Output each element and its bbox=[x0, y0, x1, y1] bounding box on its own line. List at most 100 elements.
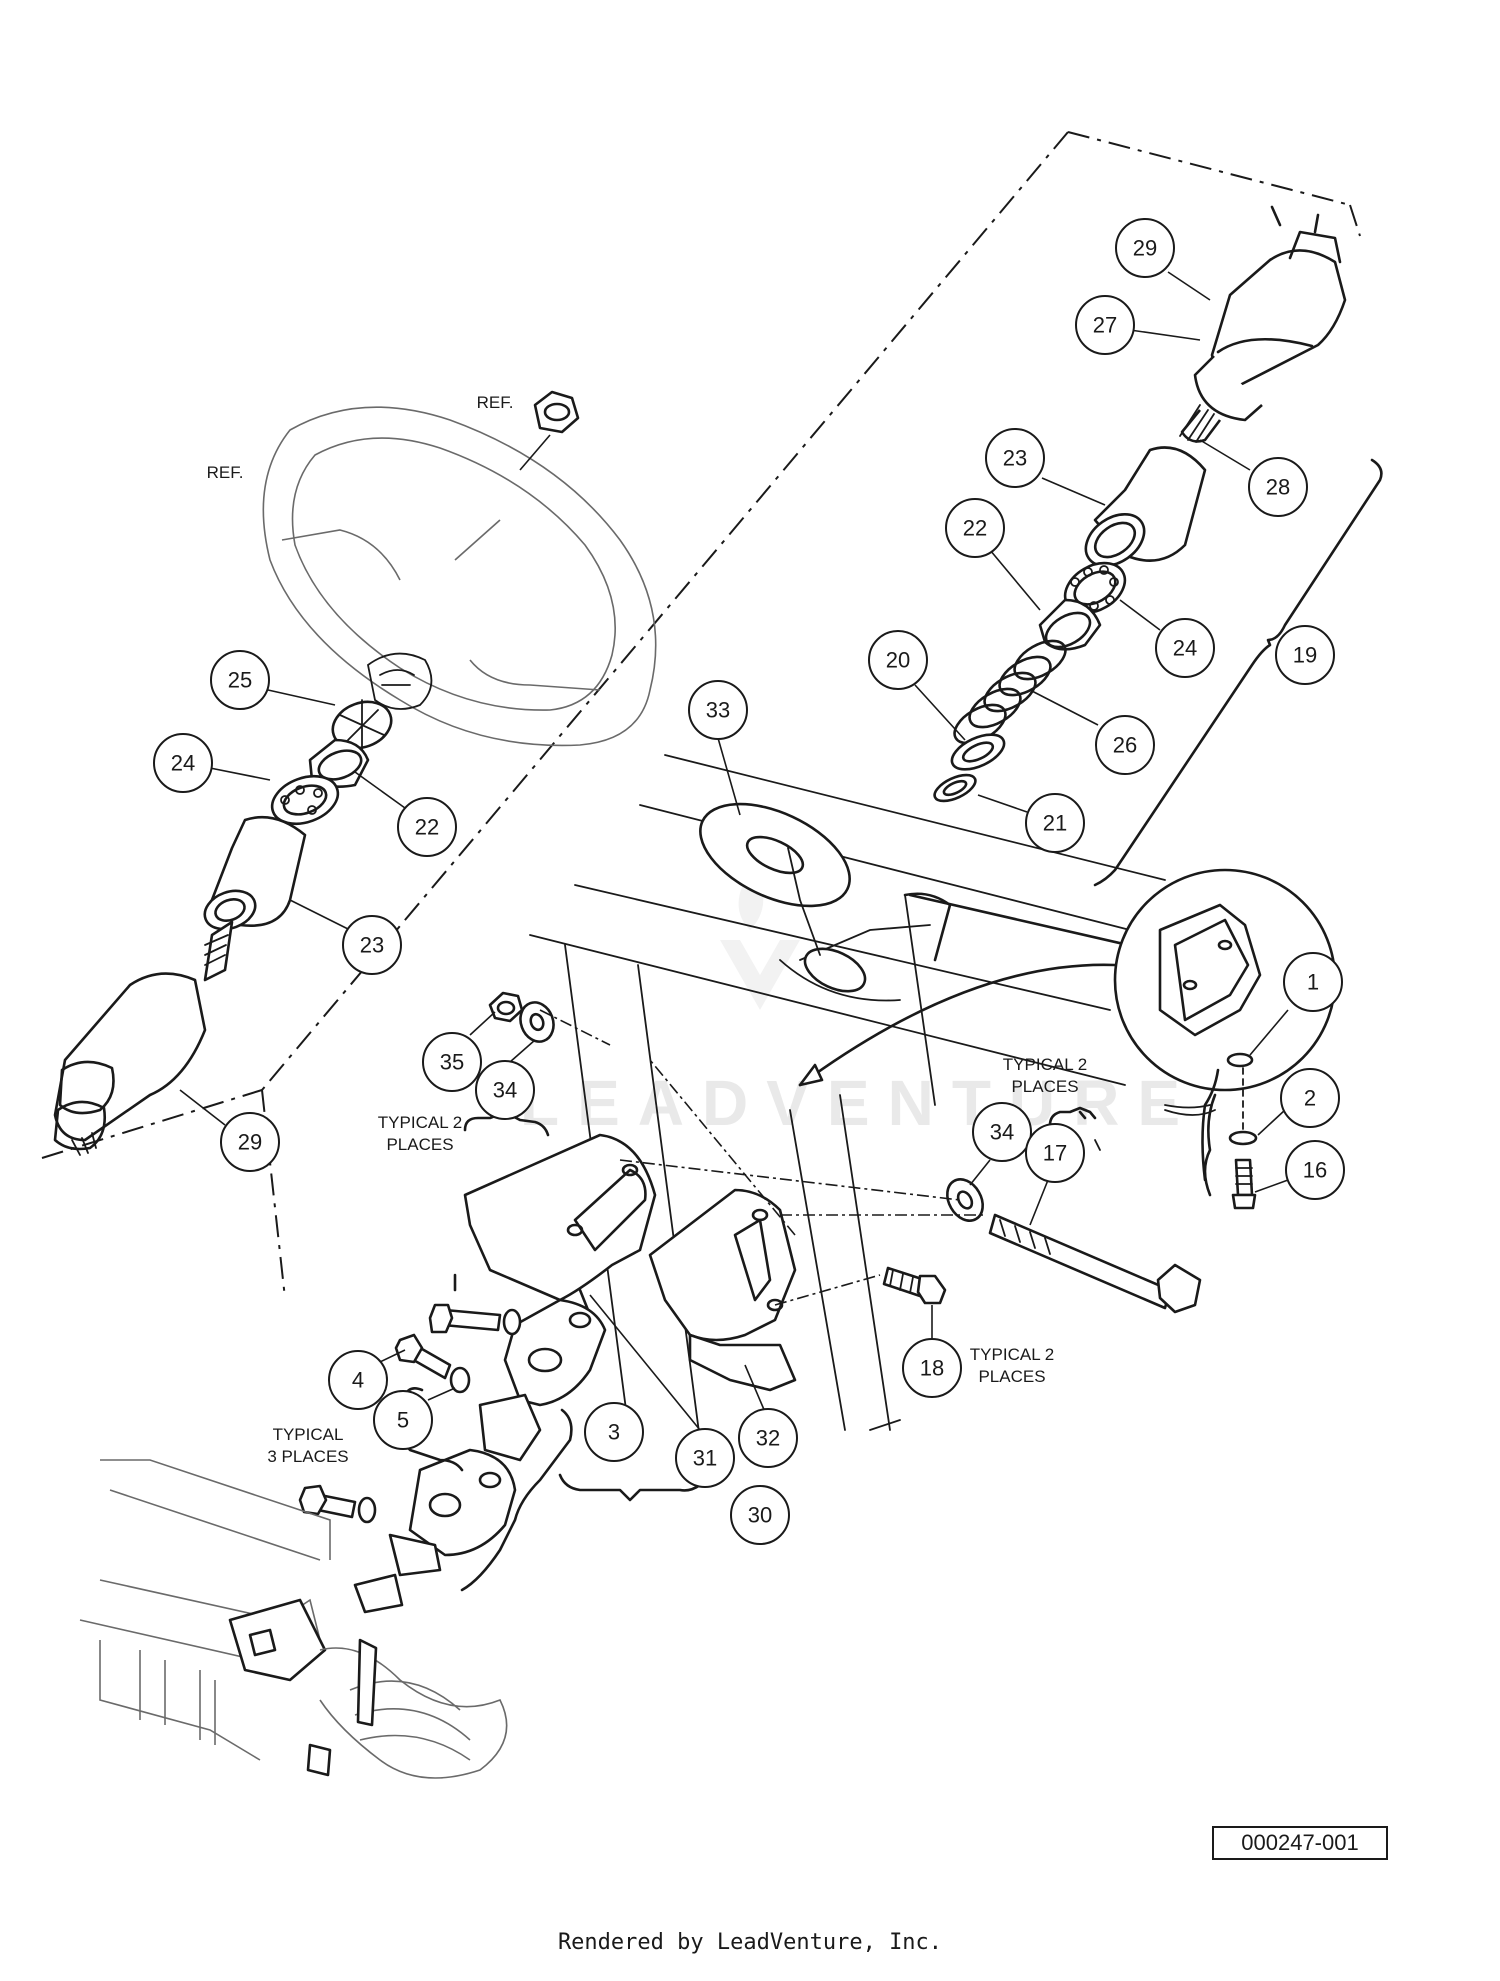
callout-26: 26 bbox=[1029, 689, 1155, 775]
callout-24-lower: 24 bbox=[153, 733, 271, 793]
bearing-housing-upper bbox=[1084, 446, 1207, 568]
bearing-cup-lower bbox=[308, 738, 370, 788]
bearing-housing-lower bbox=[203, 815, 307, 931]
steering-gear bbox=[79, 1459, 508, 1779]
svg-text:28: 28 bbox=[1266, 475, 1290, 500]
callout-29-upper: 29 bbox=[1115, 218, 1211, 301]
svg-text:18: 18 bbox=[920, 1356, 944, 1381]
svg-text:21: 21 bbox=[1043, 811, 1067, 836]
long-bolt bbox=[988, 1213, 1202, 1314]
callout-30: 30 bbox=[730, 1485, 790, 1545]
svg-text:17: 17 bbox=[1043, 1141, 1067, 1166]
callout-4: 4 bbox=[328, 1349, 406, 1410]
svg-text:24: 24 bbox=[1173, 636, 1197, 661]
callout-29-lower: 29 bbox=[179, 1089, 280, 1172]
svg-text:32: 32 bbox=[756, 1426, 780, 1451]
svg-text:23: 23 bbox=[360, 933, 384, 958]
callout-5: 5 bbox=[373, 1387, 456, 1450]
note-typical3-line1: TYPICAL bbox=[273, 1425, 344, 1444]
callout-25: 25 bbox=[210, 650, 336, 710]
note-ref-wheel: REF. bbox=[207, 463, 244, 482]
note-typical2-bolt-line2: PLACES bbox=[978, 1367, 1045, 1386]
svg-text:30: 30 bbox=[748, 1503, 772, 1528]
callout-34-right: 34 bbox=[969, 1102, 1032, 1186]
svg-text:27: 27 bbox=[1093, 313, 1117, 338]
steering-shaft-lower bbox=[53, 920, 234, 1156]
svg-text:2: 2 bbox=[1304, 1086, 1316, 1111]
svg-text:19: 19 bbox=[1293, 643, 1317, 668]
note-typical2-bolt-line1: TYPICAL 2 bbox=[970, 1345, 1054, 1364]
callout-3: 3 bbox=[584, 1402, 644, 1462]
note-typical2-left-line2: PLACES bbox=[386, 1135, 453, 1154]
svg-text:34: 34 bbox=[990, 1120, 1014, 1145]
body-panel-edge bbox=[1164, 1093, 1217, 1197]
svg-text:33: 33 bbox=[706, 698, 730, 723]
washer-34-right bbox=[946, 1178, 984, 1222]
svg-text:5: 5 bbox=[397, 1408, 409, 1433]
callout-22-lower: 22 bbox=[354, 771, 457, 857]
callout-2: 2 bbox=[1257, 1068, 1340, 1136]
callout-16: 16 bbox=[1254, 1140, 1345, 1200]
svg-text:24: 24 bbox=[171, 751, 195, 776]
svg-text:26: 26 bbox=[1113, 733, 1137, 758]
note-typical3-line2: 3 PLACES bbox=[267, 1447, 348, 1466]
callout-21: 21 bbox=[977, 793, 1085, 853]
mounting-bracket-right bbox=[648, 1188, 797, 1392]
callout-34-left: 34 bbox=[475, 1039, 536, 1120]
retaining-ring bbox=[933, 773, 977, 803]
callout-17: 17 bbox=[1025, 1123, 1085, 1226]
svg-text:23: 23 bbox=[1003, 446, 1027, 471]
callout-27: 27 bbox=[1075, 295, 1201, 355]
svg-text:25: 25 bbox=[228, 668, 252, 693]
callout-23-upper: 23 bbox=[985, 428, 1106, 506]
watermark-text: LEADVENTURE bbox=[520, 1067, 1198, 1139]
callout-31: 31 bbox=[589, 1294, 735, 1488]
clamp-bolts bbox=[298, 1303, 522, 1524]
svg-text:34: 34 bbox=[493, 1078, 517, 1103]
svg-text:20: 20 bbox=[886, 648, 910, 673]
svg-text:1: 1 bbox=[1307, 970, 1319, 995]
svg-text:29: 29 bbox=[1133, 236, 1157, 261]
mounting-bracket-left bbox=[463, 1133, 657, 1317]
detail-inset bbox=[798, 868, 1337, 1210]
washer-upper bbox=[950, 733, 1006, 771]
note-typical2-left-line1: TYPICAL 2 bbox=[378, 1113, 462, 1132]
callout-32: 32 bbox=[738, 1364, 798, 1468]
steering-wheel bbox=[262, 406, 657, 747]
svg-text:35: 35 bbox=[440, 1050, 464, 1075]
bearing-cup-upper bbox=[1038, 598, 1102, 651]
callout-23-lower: 23 bbox=[289, 899, 402, 975]
note-typical2-right-line2: PLACES bbox=[1011, 1077, 1078, 1096]
spring bbox=[953, 639, 1067, 745]
callout-18: 18 bbox=[902, 1305, 962, 1398]
note-ref-nut: REF. bbox=[477, 393, 514, 412]
callout-19: 19 bbox=[1275, 625, 1335, 685]
svg-text:22: 22 bbox=[963, 516, 987, 541]
callout-20: 20 bbox=[868, 630, 966, 741]
dash-bezel bbox=[699, 802, 867, 993]
callout-33: 33 bbox=[688, 680, 748, 816]
bearing-upper bbox=[1063, 561, 1127, 615]
alignment-lines bbox=[539, 1009, 985, 1306]
callout-22-upper: 22 bbox=[945, 498, 1041, 611]
callout-28: 28 bbox=[1199, 439, 1308, 517]
reference-nut bbox=[519, 390, 580, 471]
callout-35: 35 bbox=[422, 1011, 496, 1092]
note-typical2-right-line1: TYPICAL 2 bbox=[1003, 1055, 1087, 1074]
nut-35 bbox=[488, 991, 524, 1023]
intermediate-shaft bbox=[388, 1298, 607, 1577]
steering-column-upper bbox=[1179, 205, 1347, 443]
diagram-id-box: 000247-001 bbox=[1212, 1826, 1388, 1860]
callout-24-upper: 24 bbox=[1119, 599, 1215, 678]
bolt-18 bbox=[882, 1266, 947, 1305]
bearing-lower bbox=[270, 774, 340, 826]
svg-text:31: 31 bbox=[693, 1446, 717, 1471]
callout-1: 1 bbox=[1249, 952, 1343, 1056]
svg-text:22: 22 bbox=[415, 815, 439, 840]
svg-text:16: 16 bbox=[1303, 1158, 1327, 1183]
svg-text:29: 29 bbox=[238, 1130, 262, 1155]
footer-credit: Rendered by LeadVenture, Inc. bbox=[557, 1930, 943, 1955]
svg-text:3: 3 bbox=[608, 1420, 620, 1445]
